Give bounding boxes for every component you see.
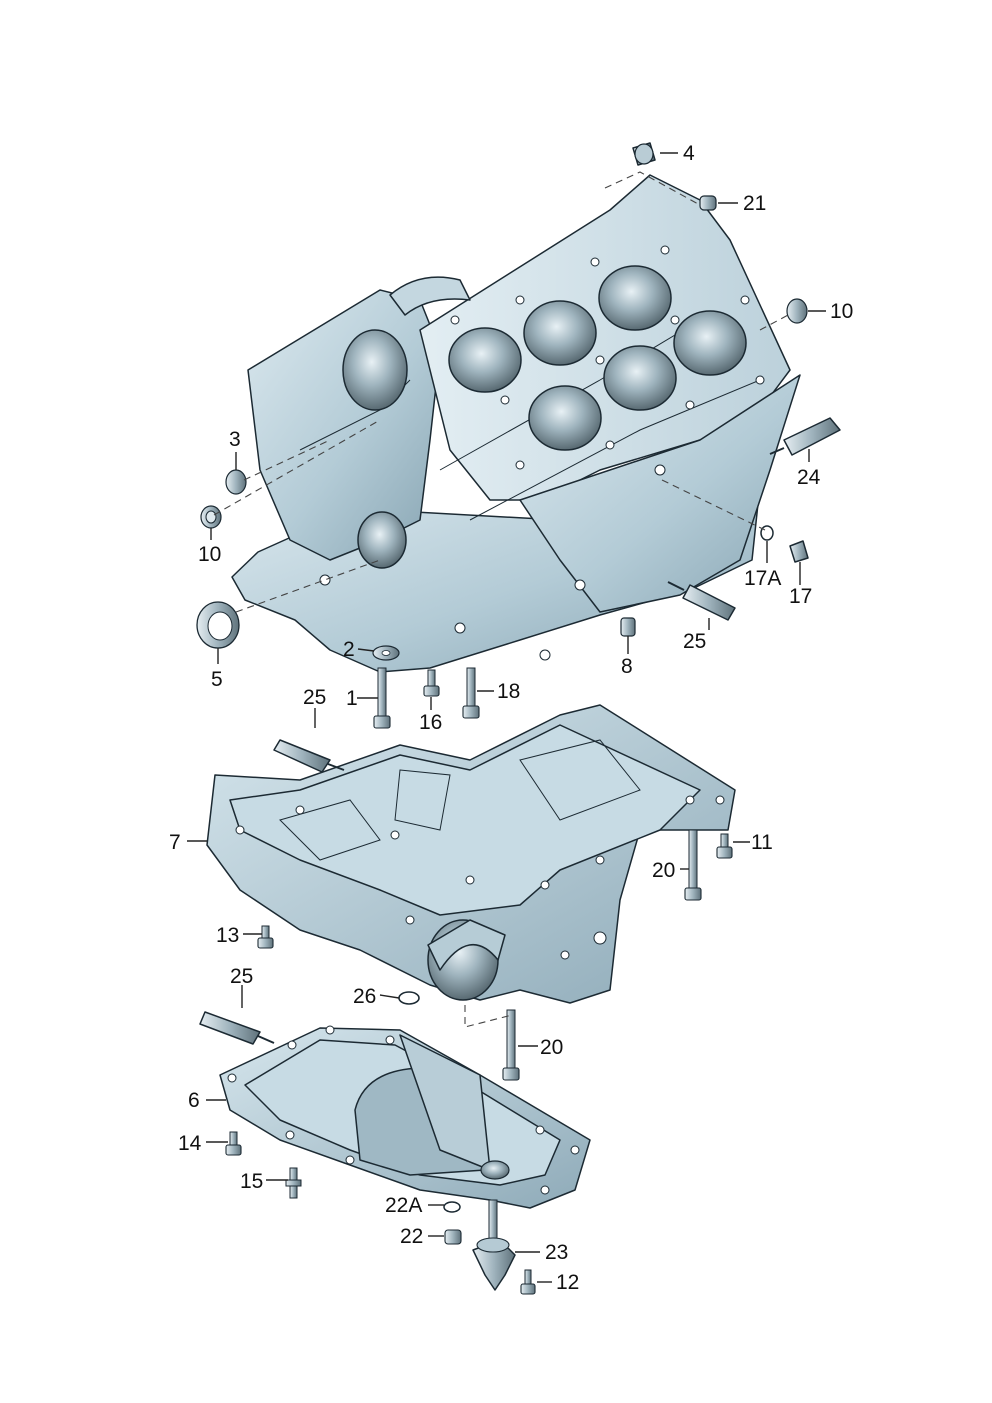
callout-7: 7: [169, 831, 181, 854]
callout-25-block: 25: [683, 630, 706, 653]
callout-23: 23: [545, 1241, 568, 1264]
plug-10-left-icon: [200, 505, 222, 529]
oil-level-sensor-23-icon: [472, 1199, 516, 1291]
callout-20-upper: 20: [652, 859, 675, 882]
seal-2-icon: [372, 645, 400, 661]
bolt-18-icon: [462, 667, 480, 719]
upper-oil-pan: [206, 704, 736, 1004]
sealant-tube-25-lower-icon: [199, 1011, 275, 1045]
engine-block: [231, 174, 801, 673]
bolt-14-icon: [225, 1131, 242, 1156]
callout-14: 14: [178, 1132, 202, 1155]
callout-17: 17: [789, 585, 812, 608]
dowel-8-icon: [620, 617, 636, 637]
callout-6: 6: [188, 1089, 200, 1112]
callout-20-lower: 20: [540, 1036, 563, 1059]
callout-22a: 22A: [385, 1194, 422, 1217]
callout-22: 22: [400, 1225, 423, 1248]
bolt-20-lower-icon: [502, 1009, 520, 1081]
callout-2: 2: [343, 638, 355, 661]
callout-16: 16: [419, 711, 442, 734]
sealant-tube-25-upper-icon: [273, 739, 345, 773]
bolt-1-icon: [373, 667, 391, 729]
block-small-parts: [196, 142, 841, 729]
callout-13: 13: [216, 924, 239, 947]
dowel-21-icon: [699, 195, 717, 211]
callout-3: 3: [229, 428, 241, 451]
seal-ring-5-icon: [196, 601, 240, 649]
bolt-20-upper-icon: [684, 829, 702, 901]
callout-10-right: 10: [830, 300, 853, 323]
plug-3-icon: [225, 469, 247, 495]
callout-11: 11: [751, 831, 773, 854]
callout-21: 21: [743, 192, 766, 215]
callout-8: 8: [621, 655, 633, 678]
callout-25-upper: 25: [303, 686, 326, 709]
plug-10-right-icon: [786, 298, 808, 324]
callout-4: 4: [683, 142, 695, 165]
callout-12: 12: [556, 1271, 579, 1294]
bolt-13-icon: [257, 925, 274, 949]
assembly-lines: [213, 171, 791, 1028]
lower-pan-small-parts: [199, 1011, 536, 1295]
bolt-16-icon: [423, 669, 440, 697]
upper-pan-small-parts: [257, 739, 733, 1081]
callout-10-left: 10: [198, 543, 221, 566]
callout-18: 18: [497, 680, 520, 703]
callout-24: 24: [797, 466, 821, 489]
callout-26: 26: [353, 985, 376, 1008]
stud-15-icon: [285, 1167, 302, 1199]
sealant-tube-24-icon: [769, 417, 841, 456]
callout-1: 1: [346, 687, 358, 710]
o-ring-26-icon: [398, 991, 420, 1005]
drain-plug-22-icon: [444, 1229, 462, 1245]
o-ring-17a-icon: [760, 525, 774, 541]
lower-oil-pan: [219, 1025, 591, 1209]
callout-5: 5: [211, 668, 223, 691]
leader-lines: [187, 152, 826, 1283]
plug-4-icon: [632, 142, 656, 166]
callout-labels: 4 21 10 3 24 10 17A 17 25 5 8 2 1 16 18 …: [169, 142, 853, 1294]
sealant-tube-25-block-icon: [667, 581, 736, 621]
plug-17-icon: [789, 540, 809, 563]
callout-15: 15: [240, 1170, 263, 1193]
o-ring-22a-icon: [443, 1201, 461, 1213]
bolt-11-icon: [716, 833, 733, 859]
callout-17a: 17A: [744, 567, 781, 590]
callout-25-lower: 25: [230, 965, 253, 988]
bolt-12-icon: [520, 1269, 536, 1295]
